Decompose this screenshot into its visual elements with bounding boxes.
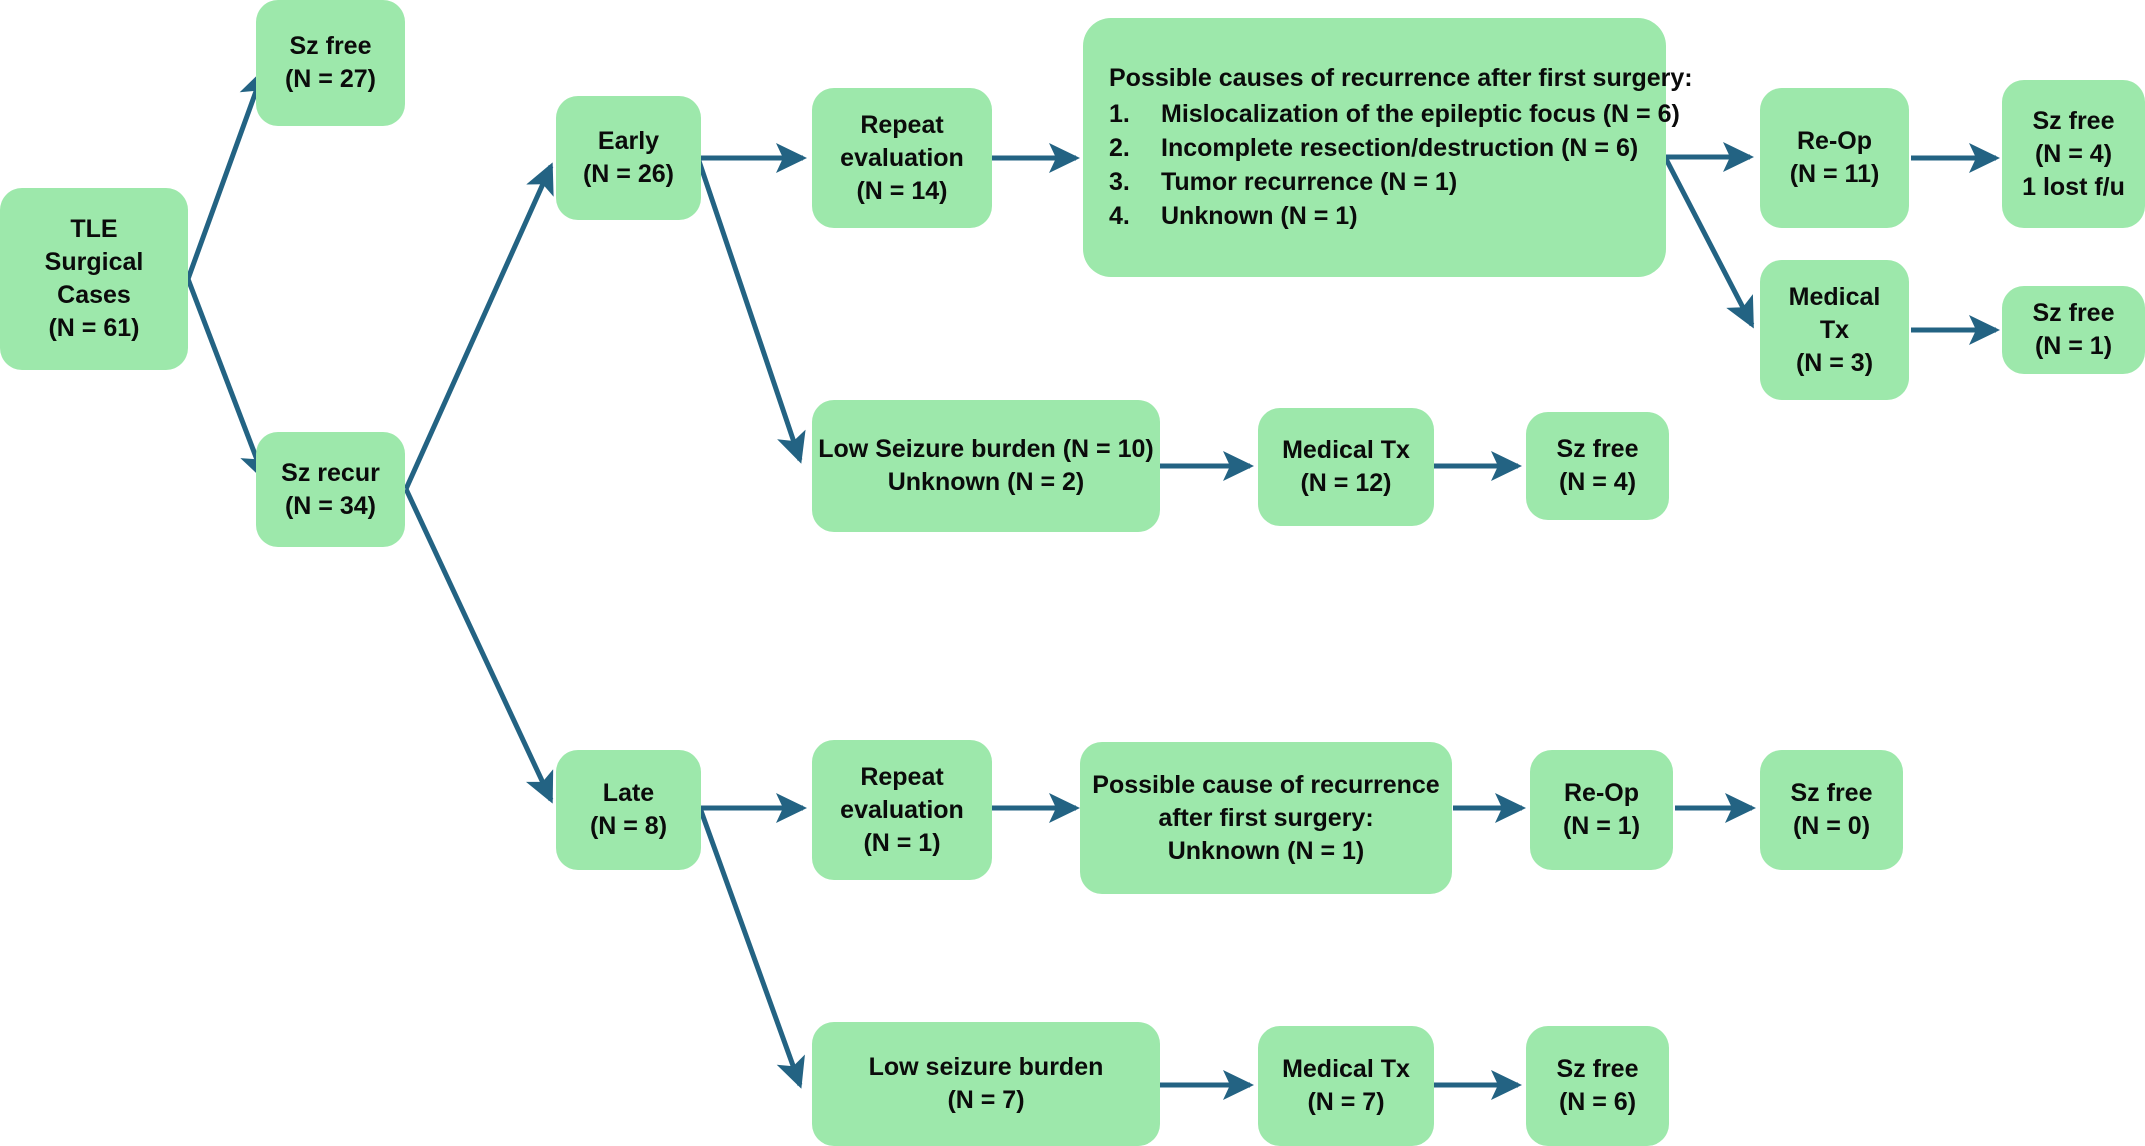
node-line: (N = 1) [1562, 812, 1641, 840]
node-line: Medical [1788, 282, 1881, 311]
possible-cause-item: 2. Incomplete resection/destruction (N =… [1109, 131, 1680, 165]
possible-causes-title: Possible causes of recurrence after firs… [1109, 64, 1693, 92]
node-line: Repeat [860, 762, 944, 791]
edge-root-szrecur [185, 278, 269, 482]
edge-szrecur-late [403, 487, 554, 804]
list-number: 3. [1109, 168, 1130, 196]
node-line: Early [597, 127, 660, 155]
node-line: (N = 0) [1792, 812, 1871, 840]
node-line: evaluation [840, 795, 964, 824]
list-number: 2. [1109, 134, 1130, 162]
list-number: 4. [1109, 202, 1130, 230]
node-line: Sz free [2032, 106, 2115, 135]
node-line: Sz recur [281, 458, 380, 487]
node-early-low-sz-free[interactable]: Sz free (N = 4) [1526, 412, 1669, 520]
node-line: Late [602, 779, 655, 807]
list-text: Incomplete resection/destruction (N = 6) [1161, 134, 1639, 162]
node-line: Re-Op [1797, 127, 1872, 155]
node-late-low-sz-free[interactable]: Sz free (N = 6) [1526, 1026, 1669, 1146]
node-line: (N = 61) [48, 314, 140, 342]
node-line: (N = 3) [1795, 348, 1874, 377]
node-early-medical-tx[interactable]: Medical Tx (N = 3) [1760, 260, 1909, 400]
node-early-possible-causes[interactable]: Possible causes of recurrence after firs… [1083, 18, 1693, 277]
node-line: (N = 12) [1300, 469, 1392, 497]
node-line: (N = 11) [1789, 160, 1880, 188]
node-early[interactable]: Early (N = 26) [556, 96, 701, 220]
node-tle-surgical-cases[interactable]: TLE Surgical Cases (N = 61) [0, 188, 188, 370]
edge-szrecur-early [403, 162, 554, 491]
node-late-low-medical-tx[interactable]: Medical Tx (N = 7) [1258, 1026, 1434, 1146]
node-line: after first surgery: [1158, 803, 1374, 832]
edge-late-lowburden7 [697, 807, 805, 1089]
possible-causes-list: 1. Mislocalization of the epileptic focu… [1109, 97, 1680, 233]
possible-cause-item: 1. Mislocalization of the epileptic focu… [1109, 97, 1680, 131]
node-line: Medical Tx [1282, 1055, 1410, 1083]
node-line: (N = 8) [589, 812, 668, 840]
node-line: (N = 6) [1558, 1088, 1637, 1116]
node-line: Sz free [2032, 299, 2115, 327]
node-sz-recur[interactable]: Sz recur (N = 34) [256, 432, 405, 547]
node-late-repeat-evaluation[interactable]: Repeat evaluation (N = 1) [812, 740, 992, 880]
node-line: Medical Tx [1282, 436, 1410, 464]
node-line: (N = 4) [1558, 468, 1637, 496]
node-early-medical-sz-free[interactable]: Sz free (N = 1) [2002, 286, 2145, 374]
node-late-possible-cause[interactable]: Possible cause of recurrence after first… [1080, 742, 1452, 894]
node-line: (N = 1) [863, 828, 941, 857]
node-early-re-op[interactable]: Re-Op (N = 11) [1760, 88, 1909, 228]
node-line: (N = 27) [284, 65, 376, 93]
node-early-repeat-evaluation[interactable]: Repeat evaluation (N = 14) [812, 88, 992, 228]
node-early-low-medical-tx[interactable]: Medical Tx (N = 12) [1258, 408, 1434, 526]
list-text: Unknown (N = 1) [1161, 202, 1358, 230]
node-line: (N = 26) [582, 160, 674, 188]
list-number: 1. [1109, 100, 1130, 128]
list-text: Tumor recurrence (N = 1) [1161, 168, 1458, 196]
node-late[interactable]: Late (N = 8) [556, 750, 701, 870]
node-line: Unknown (N = 1) [1167, 836, 1365, 865]
node-line: Possible cause of recurrence [1092, 770, 1440, 799]
node-line: Sz free [1556, 435, 1639, 463]
node-line: Re-Op [1564, 779, 1639, 807]
node-line: Low Seizure burden (N = 10) [818, 435, 1154, 463]
node-line: (N = 14) [856, 176, 948, 205]
node-line: evaluation [840, 143, 964, 172]
node-line: (N = 7) [947, 1086, 1025, 1114]
node-line: Sz free [1556, 1055, 1639, 1083]
node-sz-free-27[interactable]: Sz free (N = 27) [256, 0, 405, 126]
node-line: Cases [57, 281, 131, 309]
possible-cause-item: 4. Unknown (N = 1) [1109, 199, 1680, 233]
node-line: Sz free [289, 32, 372, 60]
list-text: Mislocalization of the epileptic focus (… [1161, 100, 1680, 128]
node-line: Tx [1819, 315, 1850, 344]
node-line: (N = 4) [2034, 139, 2113, 168]
node-line: (N = 7) [1307, 1088, 1385, 1116]
node-early-low-seizure-burden[interactable]: Low Seizure burden (N = 10) Unknown (N =… [812, 400, 1160, 532]
edge-root-szfree27 [185, 68, 268, 280]
node-late-reop-sz-free[interactable]: Sz free (N = 0) [1760, 750, 1903, 870]
node-line: Surgical [44, 248, 144, 276]
node-late-re-op[interactable]: Re-Op (N = 1) [1530, 750, 1673, 870]
node-line: Sz free [1790, 779, 1873, 807]
node-line: 1 lost f/u [2022, 172, 2125, 201]
node-line: TLE [70, 215, 118, 243]
node-line: (N = 1) [2034, 332, 2113, 360]
node-line: Low seizure burden [868, 1053, 1104, 1081]
edge-early-lowburden [695, 157, 806, 464]
node-line: (N = 34) [284, 491, 376, 520]
node-line: Unknown (N = 2) [887, 468, 1085, 496]
node-early-reop-sz-free[interactable]: Sz free (N = 4) 1 lost f/u [2002, 80, 2145, 228]
node-line: Repeat [860, 110, 944, 139]
possible-cause-item: 3. Tumor recurrence (N = 1) [1109, 165, 1680, 199]
node-late-low-seizure-burden[interactable]: Low seizure burden (N = 7) [812, 1022, 1160, 1146]
